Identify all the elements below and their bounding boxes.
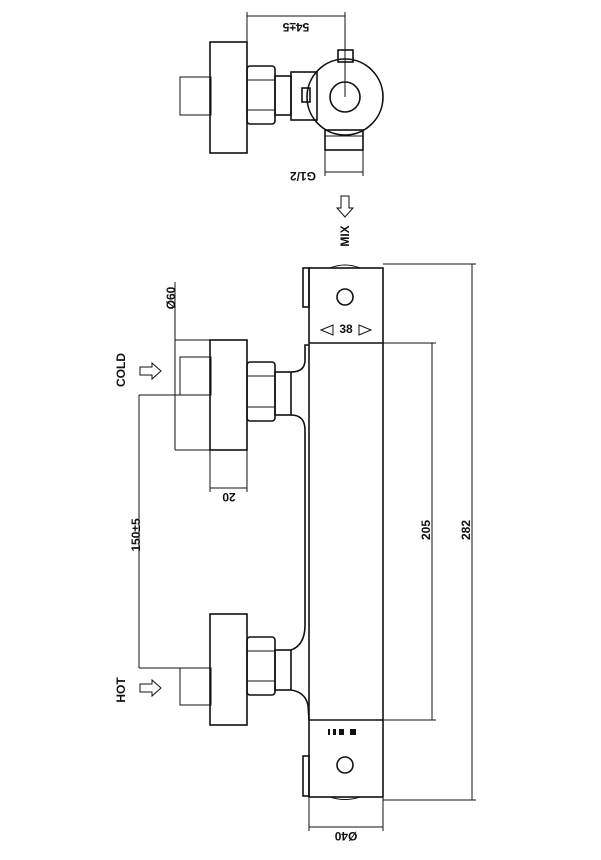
dimension-150: 150±5 <box>129 394 180 669</box>
front-view: 38 COL <box>114 263 476 843</box>
svg-text:HOT: HOT <box>114 677 128 703</box>
svg-text:Ø60: Ø60 <box>164 286 178 309</box>
dimension-g12: G1/2 <box>290 150 364 183</box>
top-outlet <box>324 129 364 151</box>
top-lug <box>301 87 311 103</box>
top-hex-nut <box>246 65 276 125</box>
bottom-scale-marks <box>328 729 356 735</box>
top-connector <box>290 71 318 121</box>
cold-body-curve <box>290 344 309 373</box>
cold-arrow-icon <box>139 361 162 381</box>
svg-text:150±5: 150±5 <box>129 518 143 552</box>
dimension-282: 282 <box>383 263 476 801</box>
main-body <box>308 267 384 798</box>
svg-text:COLD: COLD <box>114 353 128 387</box>
top-cap-tab <box>302 267 310 308</box>
body-side-outline <box>290 414 306 651</box>
svg-text:282: 282 <box>459 520 473 540</box>
top-flange <box>209 41 248 154</box>
bottom-cap-tab <box>302 755 310 797</box>
svg-text:Ø40: Ø40 <box>334 829 357 843</box>
dimension-54: 54±5 <box>246 12 346 97</box>
dimension-205: 205 <box>383 342 436 721</box>
top-cap-hole <box>336 288 354 306</box>
temperature-scale-mark: 38 <box>319 322 373 336</box>
svg-text:MIX: MIX <box>338 225 352 246</box>
svg-text:54±5: 54±5 <box>282 20 309 34</box>
hot-body-curve <box>290 689 310 721</box>
dimension-60: Ø60 <box>164 282 210 451</box>
top-thread <box>179 76 212 116</box>
dimension-20: 20 <box>209 450 248 504</box>
mix-arrow-icon <box>335 195 355 218</box>
cold-inlet <box>179 339 292 451</box>
dimension-40: Ø40 <box>308 797 384 843</box>
svg-text:G1/2: G1/2 <box>290 169 316 183</box>
svg-text:205: 205 <box>419 520 433 540</box>
hot-inlet <box>179 613 292 726</box>
top-view: 54±5 G1/2 MIX <box>179 12 384 247</box>
bottom-cap-hole <box>336 756 354 774</box>
hot-arrow-icon <box>139 678 162 698</box>
svg-text:20: 20 <box>222 490 236 504</box>
svg-text:38: 38 <box>339 322 353 336</box>
top-pipe <box>274 75 292 116</box>
